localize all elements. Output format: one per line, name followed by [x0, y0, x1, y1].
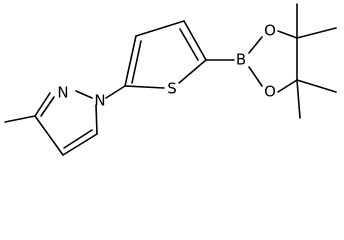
bond-methyl-lower-1 — [296, 79, 337, 93]
atom-o-lower: O — [264, 83, 276, 101]
bond-n1-c5 — [95, 104, 98, 135]
structure-diagram: N N S B O O — [4, 3, 337, 156]
bond-b-o-upper — [248, 36, 263, 54]
bond-o-upper-c — [277, 30, 298, 39]
atom-n-pyrazole-1: N — [94, 92, 105, 110]
atom-boron: B — [236, 51, 246, 69]
bond-c5-c4-outer — [62, 133, 98, 156]
bond-methyl-upper-2 — [296, 27, 337, 39]
bond-c5-c4-inner — [63, 129, 93, 149]
atom-s-thiophene: S — [167, 80, 177, 98]
molecule-canvas: N N S B O O — [4, 3, 337, 156]
bond-methyl-lower-2 — [296, 79, 301, 119]
bond-c3t-c2t-outer — [183, 20, 207, 61]
bond-b-o-lower — [248, 66, 263, 87]
atom-n-pyrazole-2: N — [57, 84, 68, 102]
bond-n1-thiophene — [105, 85, 126, 99]
bond-c3-n2-inner — [40, 96, 55, 117]
bond-c4t-c3t — [135, 20, 185, 37]
atom-o-upper: O — [264, 22, 276, 40]
bond-c3-n2-outer — [34, 92, 51, 117]
bond-c5t-c4t-inner — [131, 40, 142, 84]
bond-c2t-s — [178, 59, 207, 84]
bond-c3t-c2t-inner — [179, 28, 199, 61]
bond-n2-n1 — [75, 90, 93, 99]
bond-methyl-c3 — [4, 115, 36, 123]
bond-s-c5t — [124, 85, 165, 89]
bond-c4-c3 — [34, 115, 64, 156]
bond-o-lower-c — [277, 79, 298, 93]
bond-c5t-c4t-outer — [124, 35, 137, 87]
